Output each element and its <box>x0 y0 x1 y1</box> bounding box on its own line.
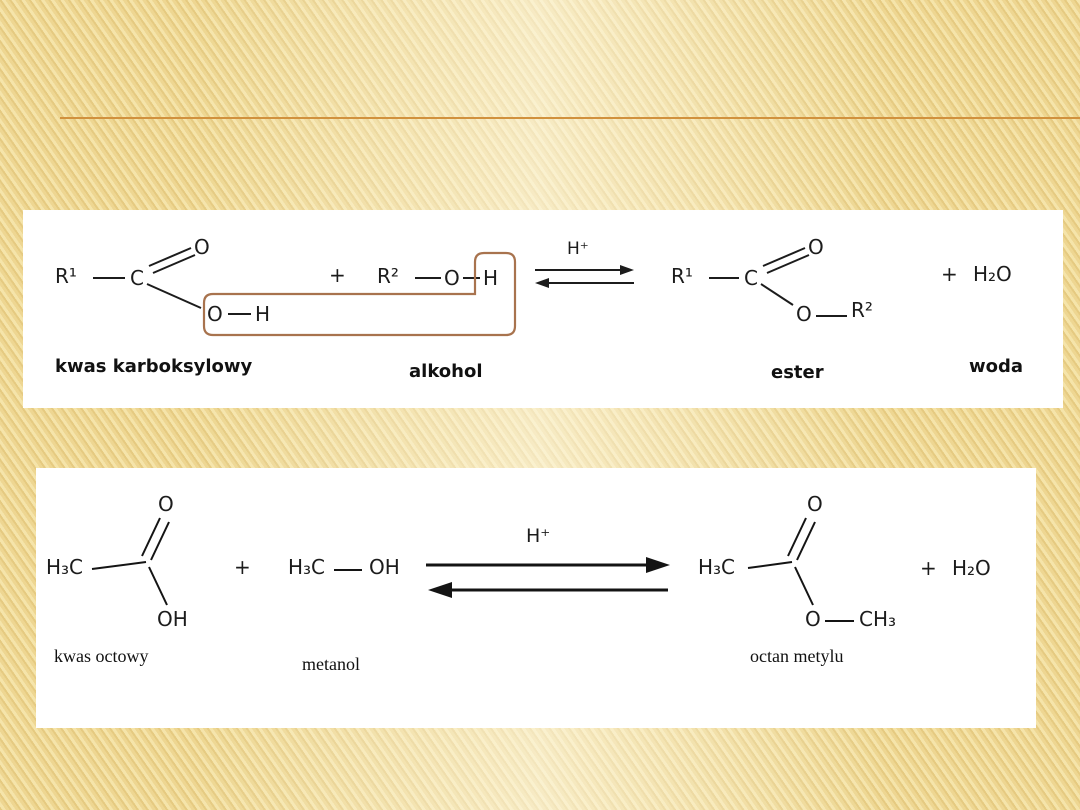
general-esterification-panel: R¹ C O O H + R² O H H⁺ R¹ C O O R² + H₂O… <box>23 210 1063 408</box>
alcohol-hydroxyl: OH <box>369 555 400 579</box>
alcohol-r2: R² <box>377 264 399 288</box>
acid-name-label: kwas octowy <box>54 646 149 666</box>
ester-carbonyl-o: O <box>808 235 824 259</box>
alcohol-o: O <box>444 266 460 290</box>
acid-name-label: kwas karboksylowy <box>55 356 253 377</box>
acid-hydroxyl: OH <box>157 607 188 631</box>
plus-sign-right: + <box>941 262 958 286</box>
title-divider-line <box>60 117 1080 119</box>
methyl-acetate-bond-lines <box>747 517 854 622</box>
acid-methyl: H₃C <box>46 555 84 579</box>
alcohol-name-label: alkohol <box>409 361 483 382</box>
water-formula: H₂O <box>973 262 1012 286</box>
ester-bond-lines <box>709 247 847 317</box>
acid-carbonyl-o: O <box>194 235 210 259</box>
ester-methyl: H₃C <box>698 555 736 579</box>
acetic-acid-bond-lines <box>91 517 170 606</box>
catalyst-h-plus: H⁺ <box>567 239 589 259</box>
general-reaction-drawing <box>93 247 847 337</box>
ester-carbonyl-o: O <box>807 492 823 516</box>
ester-methoxy: CH₃ <box>859 607 897 631</box>
water-name-label: woda <box>969 356 1024 377</box>
ester-name-label: octan metylu <box>750 646 844 666</box>
ester-r1: R¹ <box>671 264 693 288</box>
plus-sign-right: + <box>920 556 937 580</box>
alcohol-h: H <box>483 266 499 290</box>
catalyst-h-plus: H⁺ <box>526 525 551 547</box>
alcohol-methyl: H₃C <box>288 555 326 579</box>
water-formula: H₂O <box>952 556 991 580</box>
ester-o: O <box>805 607 821 631</box>
ester-r2: R² <box>851 298 873 322</box>
acid-hydroxyl-h: H <box>255 302 271 326</box>
ester-name-label: ester <box>771 362 824 383</box>
leaving-group-highlight <box>202 251 517 337</box>
example-esterification-panel: H₃C O OH + H₃C OH H⁺ H₃C O O CH₃ + H₂O k… <box>36 468 1036 728</box>
equilibrium-arrows-icon <box>535 265 634 288</box>
plus-sign-left: + <box>329 263 346 287</box>
plus-sign-left: + <box>234 555 251 579</box>
acid-hydroxyl-o: O <box>207 302 223 326</box>
ester-c: C <box>744 266 758 290</box>
acid-bond-lines <box>93 247 251 315</box>
example-reaction-drawing <box>91 517 854 622</box>
alcohol-name-label: metanol <box>302 654 360 674</box>
acid-carbonyl-o: O <box>158 492 174 516</box>
acid-r1: R¹ <box>55 264 77 288</box>
acid-c: C <box>130 266 144 290</box>
ester-o: O <box>796 302 812 326</box>
equilibrium-arrows-icon <box>426 557 670 598</box>
